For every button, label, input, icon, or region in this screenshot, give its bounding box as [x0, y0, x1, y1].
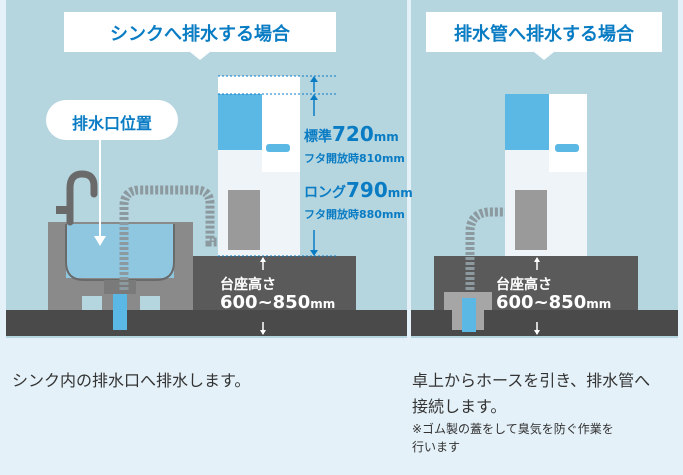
- callout-pill: [46, 100, 178, 140]
- standard-height-spec: 標準720mm: [304, 122, 399, 146]
- right-description-line2: 接続します。: [412, 397, 507, 416]
- left-machine-tank: [218, 94, 262, 150]
- right-description-line1: 卓上からホースを引き、排水管へ: [412, 371, 651, 390]
- callout-pointer-arrow: [94, 236, 106, 246]
- long-height-spec: ロング790mm: [304, 178, 413, 202]
- left-pedestal-unit: mm: [310, 297, 336, 311]
- left-counter: [193, 256, 356, 310]
- standard-open-spec: フタ開放時810mm: [304, 152, 405, 165]
- faucet-icon: [66, 170, 98, 226]
- right-title-banner: [426, 12, 662, 52]
- drain-hose: [119, 185, 218, 290]
- left-title-pointer: [190, 52, 210, 60]
- long-unit: mm: [387, 186, 413, 200]
- right-pedestal-arrowhead-bottom: [534, 330, 540, 335]
- left-pedestal-number: 600~850: [220, 292, 311, 313]
- long-open-spec: フタ開放時880mm: [304, 208, 405, 221]
- right-title-pointer: [534, 52, 554, 60]
- left-machine-indicator: [266, 144, 290, 152]
- right-ground: [411, 310, 678, 336]
- left-pedestal-arrowhead-top: [260, 257, 266, 262]
- right-drain-hose: [465, 207, 505, 310]
- right-machine-cabinet: [515, 190, 547, 250]
- left-title-banner: [64, 12, 336, 52]
- right-pedestal-number: 600~850: [496, 292, 587, 313]
- standard-label: 標準: [304, 129, 332, 145]
- right-machine-indicator: [555, 144, 579, 152]
- left-panel-title: シンクへ排水する場合: [110, 24, 290, 45]
- faucet-handle: [56, 206, 70, 214]
- left-pedestal-arrowhead-bottom: [260, 330, 266, 335]
- left-machine-cabinet: [228, 190, 260, 250]
- right-panel-title: 排水管へ排水する場合: [454, 24, 634, 45]
- sink-legs-gap-right: [140, 296, 160, 310]
- left-pedestal-value: 600~850mm: [220, 292, 335, 313]
- left-description: シンク内の排水口へ排水します。: [12, 371, 251, 390]
- right-note-line2: 行います: [412, 440, 461, 454]
- dim-lower-arrowhead: [310, 250, 318, 256]
- right-pedestal-arrowhead-top: [534, 257, 540, 262]
- sink-legs-gap-left: [82, 296, 102, 310]
- drain-pipe-water: [462, 298, 476, 332]
- right-machine-tank: [505, 94, 549, 150]
- right-pedestal-label: 台座高さ: [496, 277, 552, 293]
- right-pedestal-value: 600~850mm: [496, 292, 611, 313]
- right-pedestal-unit: mm: [586, 297, 612, 311]
- left-pedestal-label: 台座高さ: [220, 277, 276, 293]
- dim-top-arrowhead: [310, 76, 318, 82]
- left-ground: [6, 310, 407, 336]
- drain-position-callout: 排水口位置: [71, 114, 152, 133]
- standard-unit: mm: [373, 130, 399, 144]
- long-label: ロング: [304, 185, 346, 201]
- right-note-line1: ※ゴム製の蓋をして臭気を防ぐ作業を: [412, 422, 614, 436]
- dim-upper-arrowhead: [310, 94, 318, 100]
- long-value: 790: [346, 178, 388, 202]
- standard-value: 720: [332, 122, 374, 146]
